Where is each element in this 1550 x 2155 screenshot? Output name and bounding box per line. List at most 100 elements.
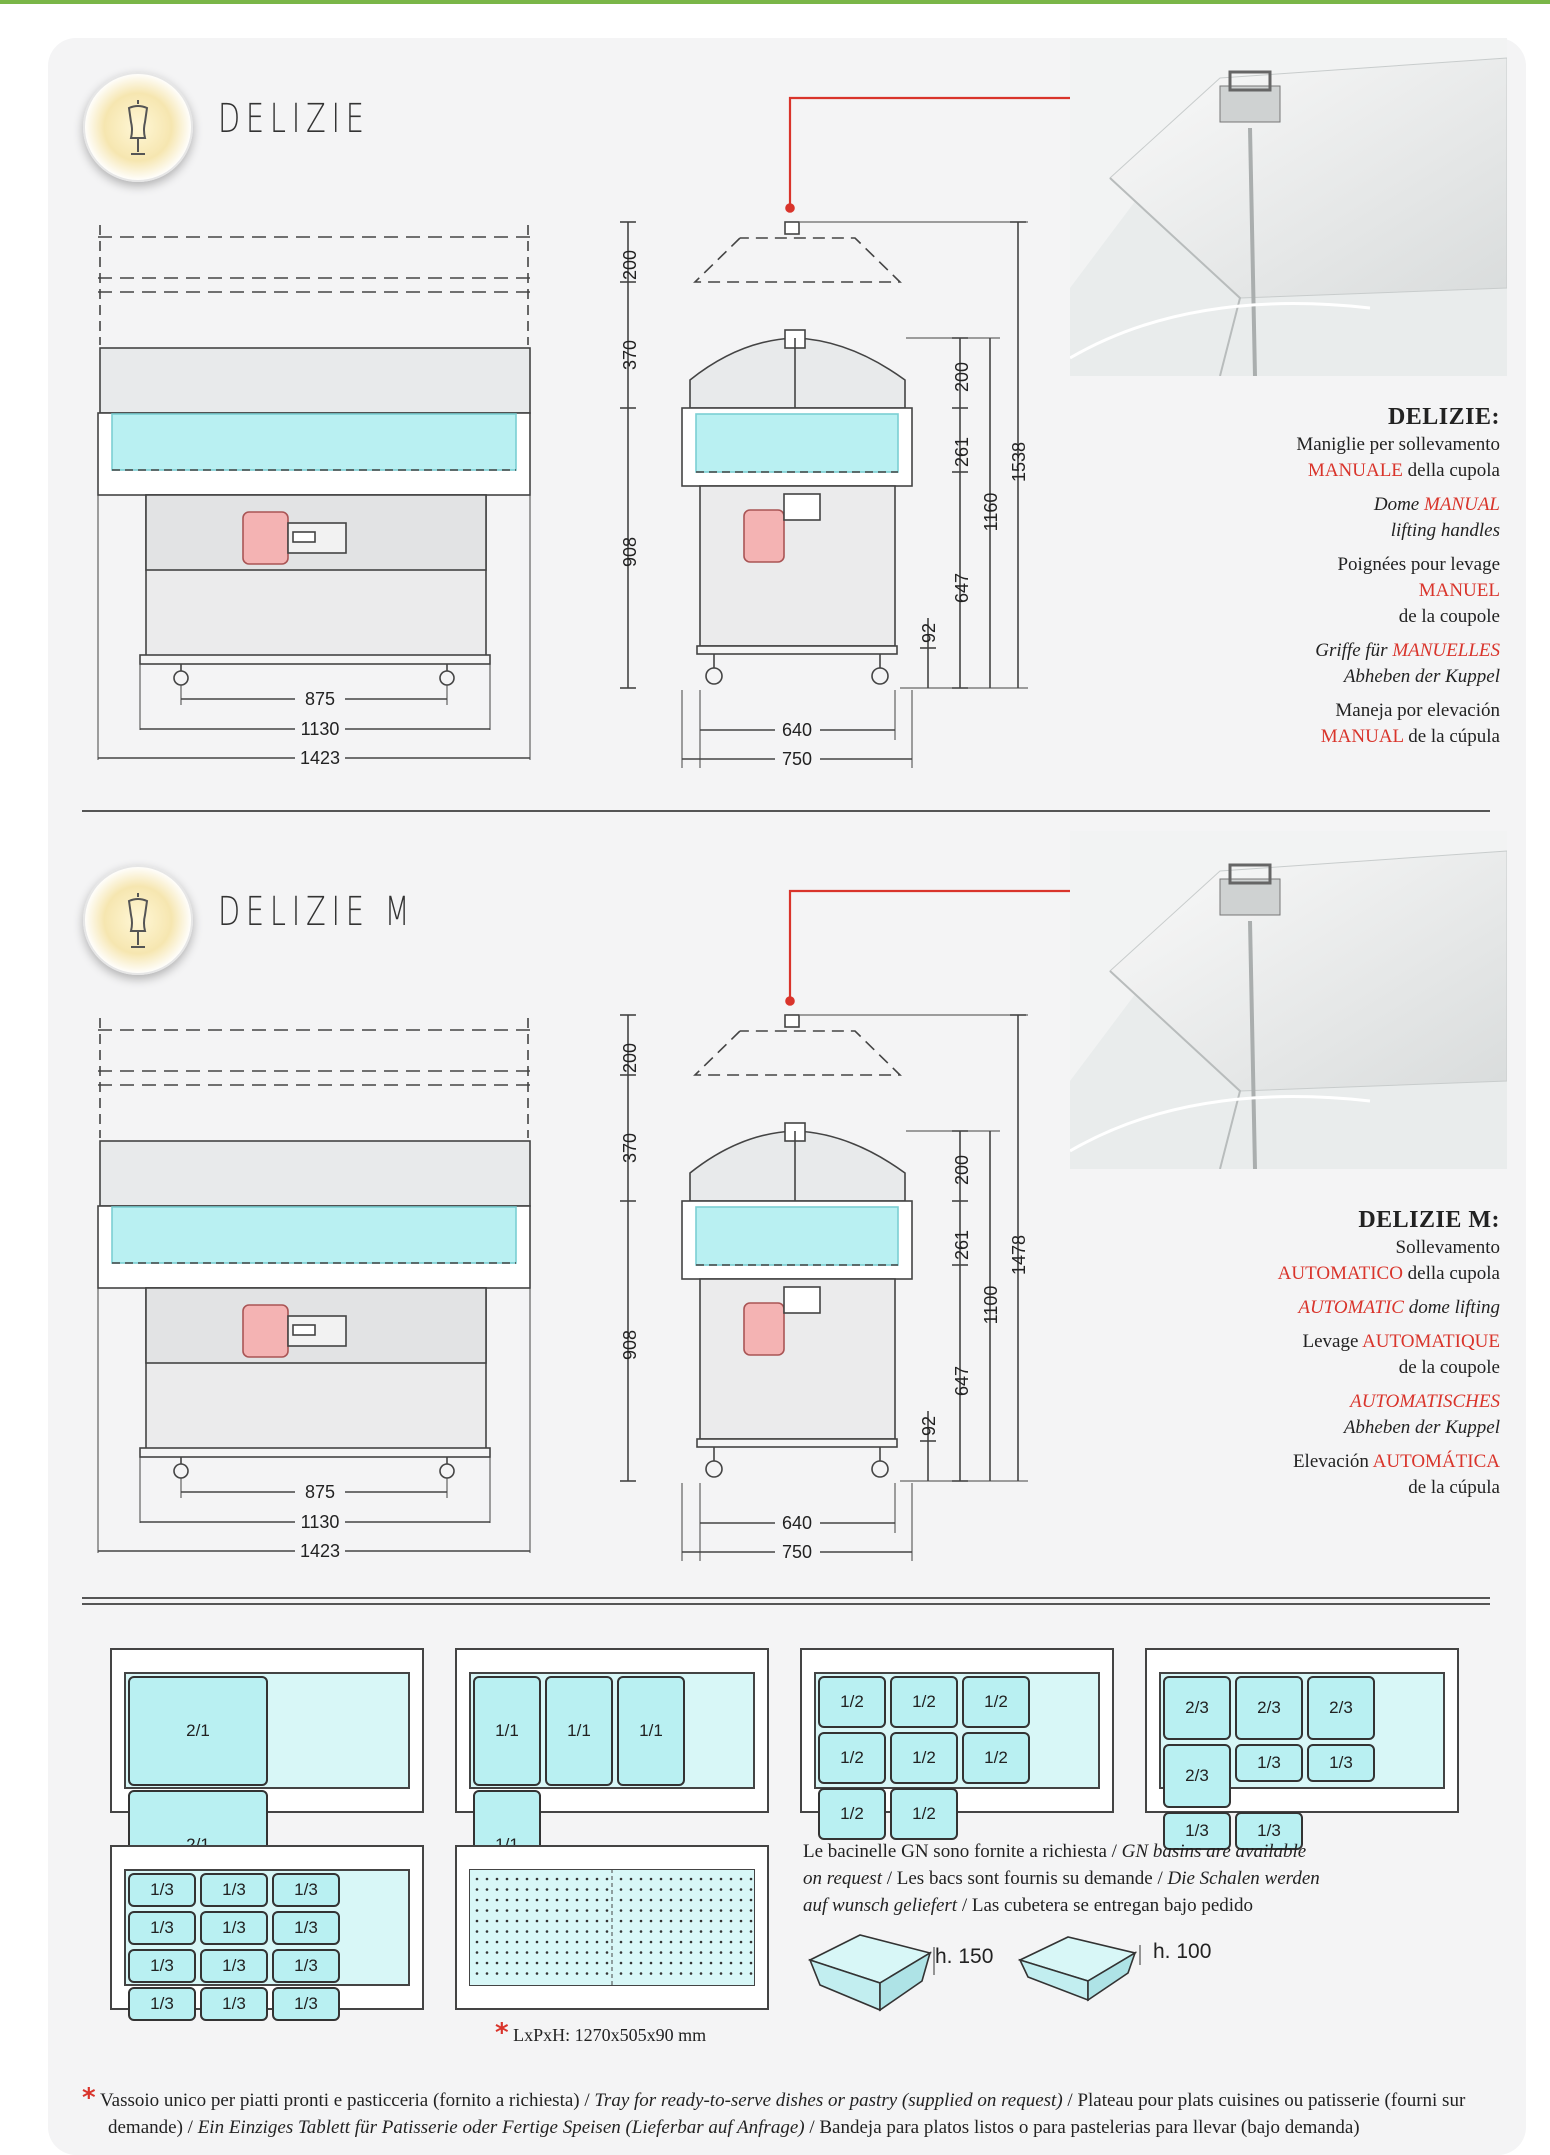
basin-cell: 1/3 bbox=[272, 1987, 340, 2021]
mannequin-icon bbox=[127, 100, 149, 155]
basin-cell: 2/1 bbox=[128, 1676, 268, 1786]
tray-basin-grid: 2/1 2/1 bbox=[124, 1672, 410, 1900]
basin-cell: 1/2 bbox=[818, 1732, 886, 1784]
front-view bbox=[97, 1018, 531, 1553]
desc-it-highlight: MANUALE bbox=[1307, 460, 1403, 481]
mannequin-icon bbox=[127, 893, 149, 948]
dim-vertical-6: 647 bbox=[952, 573, 972, 603]
dim-vertical-6: 647 bbox=[952, 1366, 972, 1396]
dim-side-1: 640 bbox=[782, 720, 812, 740]
technical-drawing: 875 1130 1423 bbox=[97, 889, 1070, 1562]
desc-en-text-2: dome lifting bbox=[1408, 1297, 1500, 1318]
desc-fr-text: Poignées pour levage bbox=[1337, 554, 1500, 575]
dim-vertical-1: 200 bbox=[620, 1043, 640, 1073]
desc-de-text-2: Abheben der Kuppel bbox=[1343, 1417, 1500, 1438]
technical-drawing: 875 1130 1423 bbox=[97, 96, 1070, 769]
basin-cell: 2/3 bbox=[1163, 1676, 1231, 1740]
basin-height-150: h. 150 bbox=[935, 1945, 994, 1968]
basin-height-100: h. 100 bbox=[1153, 1940, 1212, 1963]
basin-cell: 1/3 bbox=[1235, 1744, 1303, 1782]
footnote-es: Bandeja para platos listos o para pastel… bbox=[819, 2117, 1360, 2138]
basin-cell: 1/3 bbox=[200, 1873, 268, 1907]
gn-tray-2-1: 2/1 2/1 bbox=[110, 1648, 424, 1900]
basin-cell: 1/3 bbox=[1307, 1744, 1375, 1782]
dome-handle-photo bbox=[1070, 38, 1507, 376]
desc-heading: DELIZIE M: bbox=[1358, 1207, 1500, 1233]
basin-cell: 1/1 bbox=[473, 1676, 541, 1786]
dim-front-2: 1130 bbox=[301, 1512, 340, 1532]
desc-en-text: Dome bbox=[1373, 494, 1420, 515]
mannequin-badge-icon bbox=[83, 865, 193, 975]
footnote: * Vassoio unico per piatti pronti e past… bbox=[82, 2083, 1466, 2139]
desc-es-text-2: de la cúpula bbox=[1408, 726, 1500, 747]
tray-size-text: LxPxH: 1270x505x90 mm bbox=[513, 2025, 707, 2045]
dim-vertical-4: 200 bbox=[952, 1155, 972, 1185]
footnote-fr: Plateau pour plats cuisines ou patisseri… bbox=[108, 2090, 1466, 2138]
desc-fr: Levage AUTOMATIQUE de la coupole bbox=[1278, 1329, 1500, 1381]
desc-es: Elevación AUTOMÁTICA de la cúpula bbox=[1278, 1449, 1500, 1501]
basin-cell: 1/3 bbox=[200, 1911, 268, 1945]
desc-de-text: Griffe für bbox=[1315, 640, 1388, 661]
basin-cell: 1/3 bbox=[128, 1911, 196, 1945]
basin-cell: 1/3 bbox=[200, 1949, 268, 1983]
desc-fr-highlight: AUTOMATIQUE bbox=[1362, 1331, 1500, 1352]
desc-es: Maneja por elevación MANUAL de la cúpula bbox=[1296, 698, 1500, 750]
gn-tray-1-1: 1/1 1/1 1/1 1/1 bbox=[455, 1648, 769, 1900]
dim-front-2: 1130 bbox=[301, 719, 340, 739]
basin-cell: 1/2 bbox=[962, 1676, 1030, 1728]
desc-es-highlight: AUTOMÁTICA bbox=[1372, 1451, 1500, 1472]
desc-it-text-2: della cupola bbox=[1407, 1263, 1500, 1284]
perforated-tray-drawing bbox=[469, 1869, 755, 1986]
dim-vertical-3: 908 bbox=[620, 537, 640, 567]
section-divider bbox=[82, 1603, 1490, 1605]
footnote-en: Tray for ready-to-serve dishes or pastry… bbox=[594, 2090, 1063, 2111]
mannequin-badge-icon bbox=[83, 72, 193, 182]
dim-side-2: 750 bbox=[782, 749, 812, 769]
basin-cell: 2/3 bbox=[1163, 1744, 1231, 1808]
desc-fr-highlight: MANUEL bbox=[1418, 580, 1500, 601]
basin-cell: 1/1 bbox=[545, 1676, 613, 1786]
basin-cell: 1/3 bbox=[128, 1873, 196, 1907]
asterisk-icon: * bbox=[495, 2018, 509, 2048]
gn-availability-note: Le bacinelle GN sono fornite a richiesta… bbox=[803, 1841, 1320, 1916]
desc-heading: DELIZIE: bbox=[1387, 404, 1500, 430]
tray-basin-grid: 1/1 1/1 1/1 1/1 bbox=[469, 1672, 755, 1900]
section-divider-trays bbox=[82, 1597, 1490, 1599]
desc-de-highlight: AUTOMATISCHES bbox=[1350, 1391, 1500, 1412]
basin-cell: 1/2 bbox=[818, 1788, 886, 1840]
basin-cell: 1/3 bbox=[128, 1949, 196, 1983]
desc-de-text-2: Abheben der Kuppel bbox=[1343, 666, 1500, 687]
desc-en: Dome MANUAL lifting handles bbox=[1296, 492, 1500, 544]
desc-es-text: Elevación bbox=[1292, 1451, 1369, 1472]
dim-vertical-4: 200 bbox=[952, 362, 972, 392]
desc-en-text-2: lifting handles bbox=[1390, 520, 1500, 541]
basin-cell: 1/1 bbox=[617, 1676, 685, 1786]
basin-cell: 1/3 bbox=[272, 1911, 340, 1945]
basin-cell: 1/2 bbox=[818, 1676, 886, 1728]
desc-de: AUTOMATISCHES Abheben der Kuppel bbox=[1278, 1389, 1500, 1441]
desc-es-text-2: de la cúpula bbox=[1408, 1477, 1500, 1498]
dim-front-1: 875 bbox=[305, 1482, 335, 1502]
desc-es-highlight: MANUAL bbox=[1320, 726, 1404, 747]
desc-en-highlight: AUTOMATIC bbox=[1298, 1297, 1404, 1318]
basin-cell: 2/3 bbox=[1235, 1676, 1303, 1740]
dim-vertical-2: 370 bbox=[620, 340, 640, 370]
basin-cell: 1/2 bbox=[890, 1788, 958, 1840]
dim-side-2: 750 bbox=[782, 1542, 812, 1562]
desc-fr-text-2: de la coupole bbox=[1398, 1357, 1500, 1378]
dim-vertical-5: 261 bbox=[952, 1230, 972, 1260]
desc-en: AUTOMATIC dome lifting bbox=[1278, 1295, 1500, 1321]
desc-fr-text: Levage bbox=[1302, 1331, 1359, 1352]
desc-en-highlight: MANUAL bbox=[1424, 494, 1500, 515]
single-tray-perforated bbox=[455, 1845, 769, 2010]
note-it: Le bacinelle GN sono fornite a richiesta bbox=[803, 1841, 1107, 1862]
note-en: GN basins are available on request bbox=[803, 1841, 1307, 1889]
side-view bbox=[620, 889, 1070, 1561]
